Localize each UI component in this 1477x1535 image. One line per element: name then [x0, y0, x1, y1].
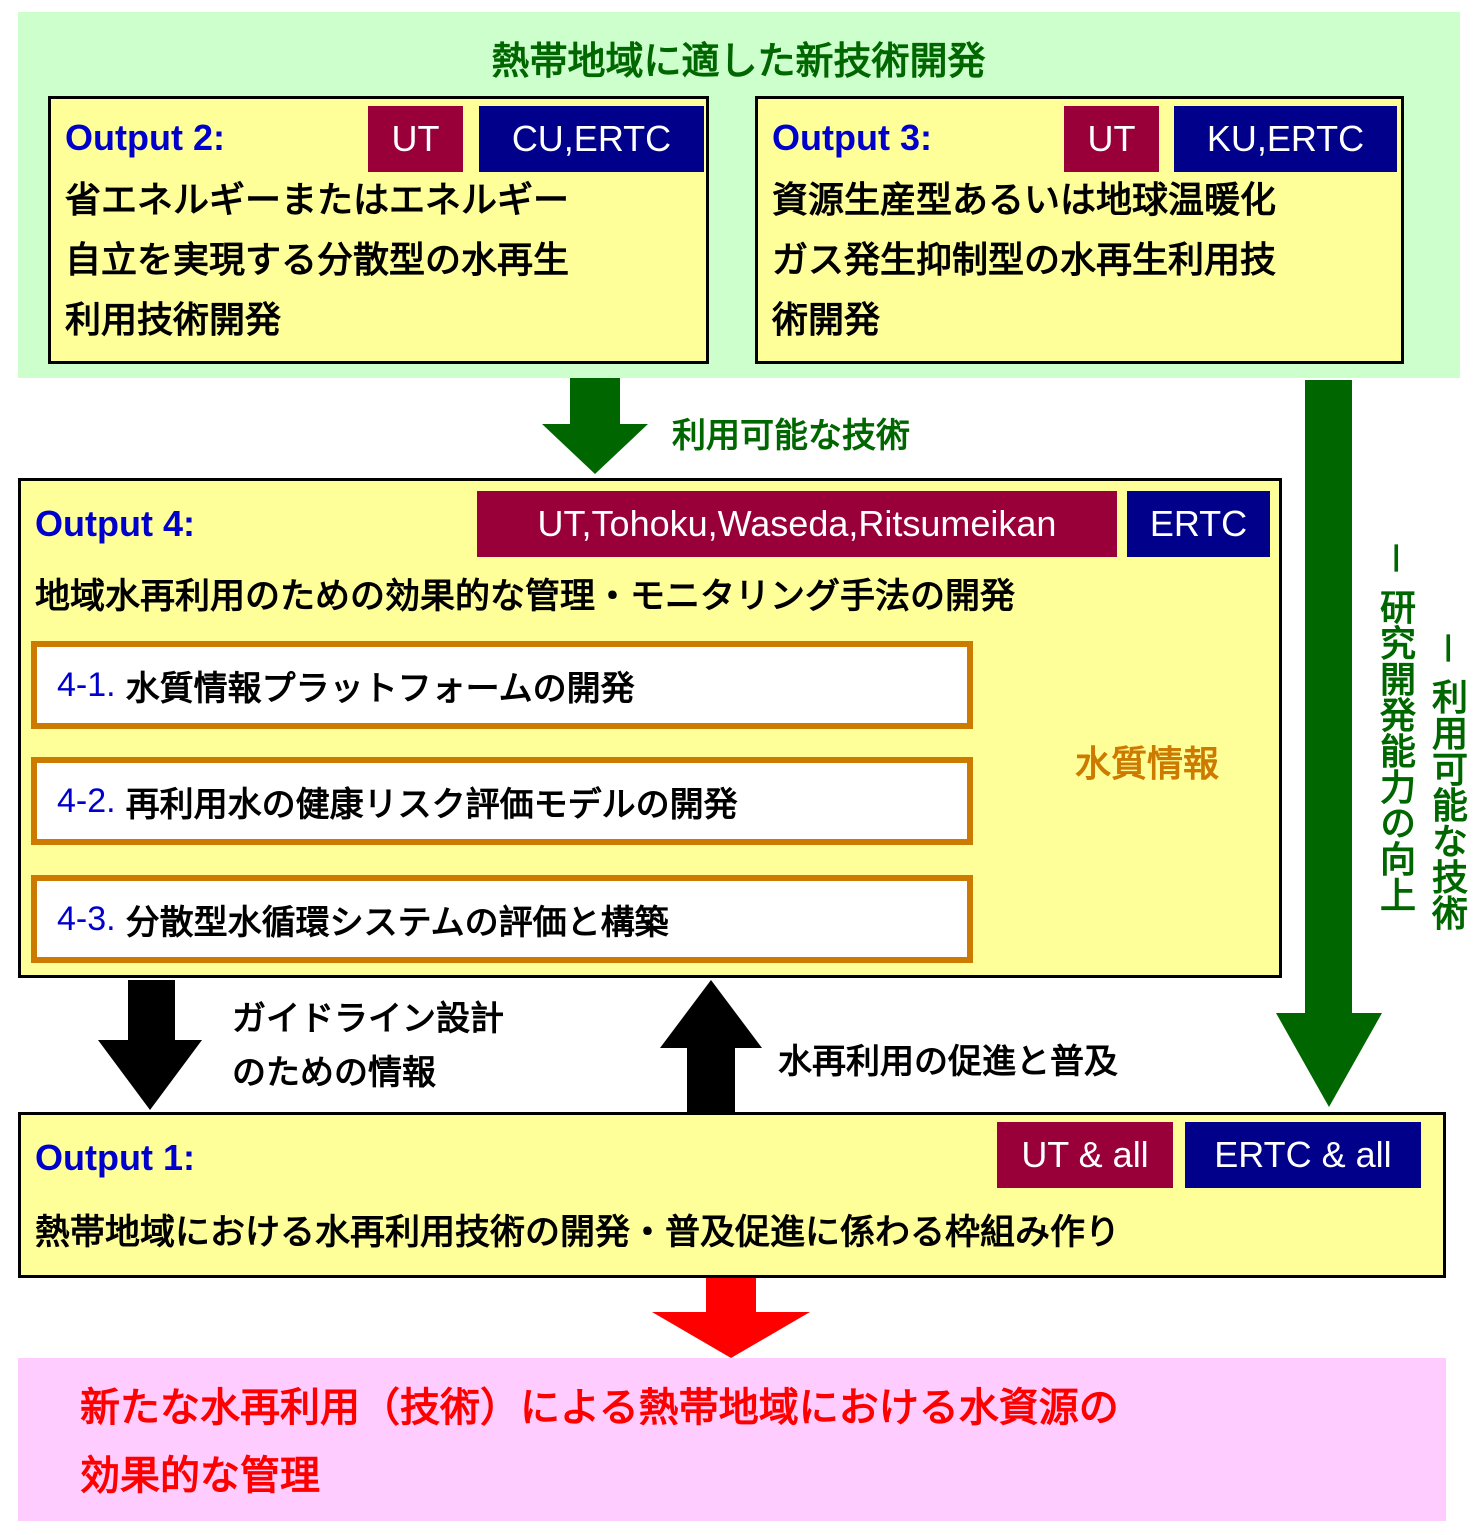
guideline-info-label: ガイドライン設計 のための情報: [232, 992, 504, 1100]
output3-desc-line: 資源生産型あるいは地球温暖化: [772, 180, 1277, 221]
output2-desc-line: 利用技術開発: [65, 300, 282, 341]
item-4-3-box: 4-3.分散型水循環システムの評価と構築: [31, 875, 973, 963]
output4-badge-universities: UT,Tohoku,Waseda,Ritsumeikan: [477, 491, 1117, 557]
output4-box: Output 4: UT,Tohoku,Waseda,Ritsumeikan E…: [18, 478, 1282, 978]
item-label: 水質情報プラットフォームの開発: [125, 668, 635, 709]
guideline-label-line: ガイドライン設計: [232, 999, 504, 1039]
output2-badge-ut: UT: [368, 106, 463, 172]
goal-text: 新たな水再利用（技術）による熱帯地域における水資源の 効果的な管理: [80, 1374, 1119, 1510]
output4-badge-ertc: ERTC: [1127, 491, 1270, 557]
output2-desc-line: 省エネルギーまたはエネルギー: [65, 180, 570, 221]
black-down-arrow-icon: [98, 980, 202, 1110]
item-label: 分散型水循環システムの評価と構築: [125, 902, 669, 943]
output2-title: Output 2:: [65, 117, 225, 158]
side-label-capacity: － 研究開発能力の向上: [1374, 540, 1415, 913]
side-label-available-tech: － 利用可能な技術: [1426, 630, 1467, 931]
item-number: 4-2.: [57, 781, 116, 820]
tech-development-title: 熱帯地域に適した新技術開発: [491, 39, 986, 83]
goal-line: 新たな水再利用（技術）による熱帯地域における水資源の: [80, 1385, 1119, 1431]
output2-desc-line: 自立を実現する分散型の水再生: [65, 240, 570, 281]
output4-description: 地域水再利用のための効果的な管理・モニタリング手法の開発: [35, 577, 1016, 617]
item-4-2-box: 4-2.再利用水の健康リスク評価モデルの開発: [31, 757, 973, 845]
item-4-1-box: 4-1.水質情報プラットフォームの開発: [31, 641, 973, 729]
black-up-arrow-icon: [660, 980, 762, 1112]
output2-badge-partners: CU,ERTC: [479, 106, 704, 172]
output4-title: Output 4:: [35, 503, 195, 544]
red-down-arrow-icon: [652, 1278, 810, 1358]
promotion-label: 水再利用の促進と普及: [778, 1042, 1118, 1082]
output1-title: Output 1:: [35, 1137, 195, 1178]
output2-box: Output 2: UT CU,ERTC 省エネルギーまたはエネルギー 自立を実…: [48, 96, 709, 364]
goal-line: 効果的な管理: [80, 1453, 320, 1499]
available-tech-label: 利用可能な技術: [672, 416, 910, 456]
output2-description: 省エネルギーまたはエネルギー 自立を実現する分散型の水再生 利用技術開発: [65, 171, 705, 351]
item-label: 再利用水の健康リスク評価モデルの開発: [125, 784, 738, 825]
output3-description: 資源生産型あるいは地球温暖化 ガス発生抑制型の水再生利用技 術開発: [772, 171, 1402, 351]
output3-title: Output 3:: [772, 117, 932, 158]
long-green-down-arrow-icon: [1276, 380, 1382, 1107]
guideline-label-line: のための情報: [232, 1053, 436, 1093]
water-quality-info-label: 水質情報: [1075, 744, 1220, 785]
output1-description: 熱帯地域における水再利用技術の開発・普及促進に係わる枠組み作り: [35, 1213, 1121, 1253]
output3-desc-line: ガス発生抑制型の水再生利用技: [772, 240, 1277, 281]
output3-desc-line: 術開発: [772, 300, 881, 341]
goal-panel: 新たな水再利用（技術）による熱帯地域における水資源の 効果的な管理: [18, 1358, 1446, 1521]
output3-box: Output 3: UT KU,ERTC 資源生産型あるいは地球温暖化 ガス発生…: [755, 96, 1404, 364]
output1-badge-ut-all: UT & all: [997, 1122, 1173, 1188]
output3-badge-ut: UT: [1064, 106, 1159, 172]
green-down-arrow-icon: [542, 378, 648, 474]
output3-badge-partners: KU,ERTC: [1174, 106, 1397, 172]
item-number: 4-1.: [57, 665, 116, 704]
item-number: 4-3.: [57, 899, 116, 938]
output1-badge-ertc-all: ERTC & all: [1185, 1122, 1421, 1188]
output1-box: Output 1: UT & all ERTC & all 熱帯地域における水再…: [18, 1112, 1446, 1278]
